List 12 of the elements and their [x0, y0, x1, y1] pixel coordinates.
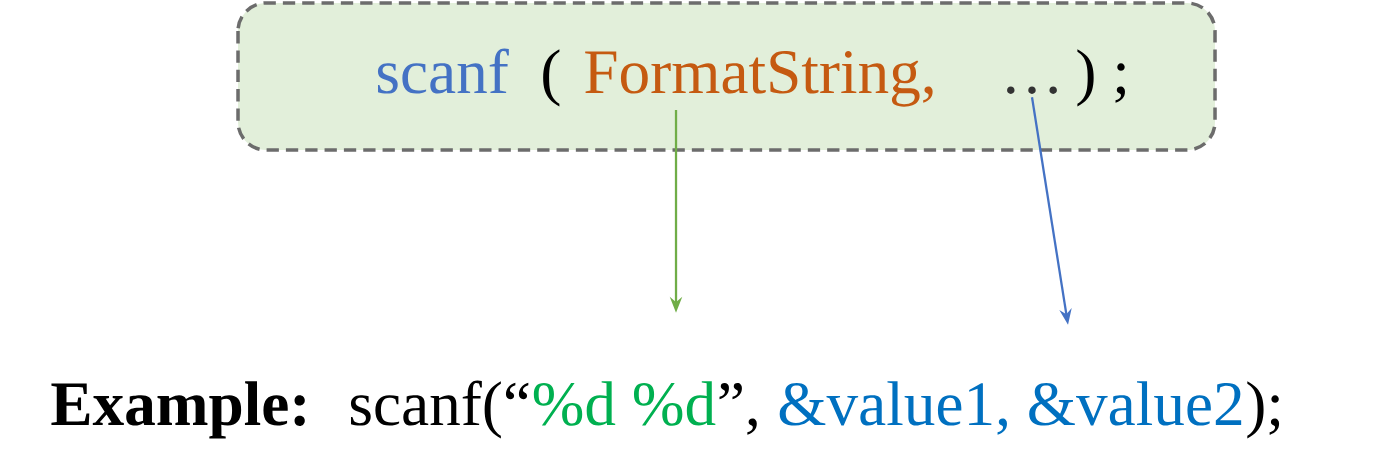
code-box	[236, 1, 1217, 152]
code-text: FormatString,	[585, 51, 933, 107]
code-text: ”,	[719, 382, 757, 435]
code-text: &value1, &value2	[779, 381, 1242, 435]
code-text: );	[1247, 381, 1280, 439]
code-text: %d %d	[533, 381, 716, 426]
code-text: ) ;	[1077, 49, 1125, 107]
code-text: …	[1007, 86, 1057, 94]
code-text: (	[543, 49, 560, 107]
code-text: scanf(“	[350, 380, 529, 439]
code-text: scanf	[377, 48, 509, 94]
example-label: Example:	[51, 381, 305, 439]
